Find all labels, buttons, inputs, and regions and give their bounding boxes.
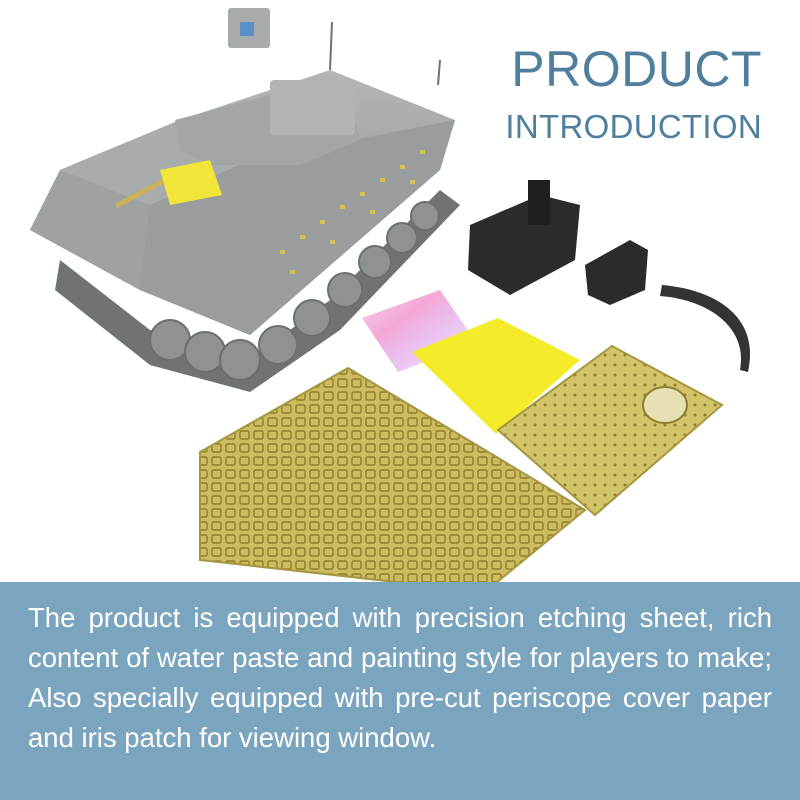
description-text: The product is equipped with precision e… <box>28 602 772 753</box>
description-band <box>0 582 800 800</box>
etching-sheet-small <box>496 344 724 517</box>
product-photo <box>30 8 751 582</box>
heading-introduction: INTRODUCTION <box>505 108 762 145</box>
yellow-film-sheet <box>412 318 580 434</box>
printed-parts <box>468 180 751 372</box>
heading-product: PRODUCT <box>511 41 762 97</box>
etching-sheet-large <box>199 366 587 582</box>
tank-model <box>30 8 460 392</box>
